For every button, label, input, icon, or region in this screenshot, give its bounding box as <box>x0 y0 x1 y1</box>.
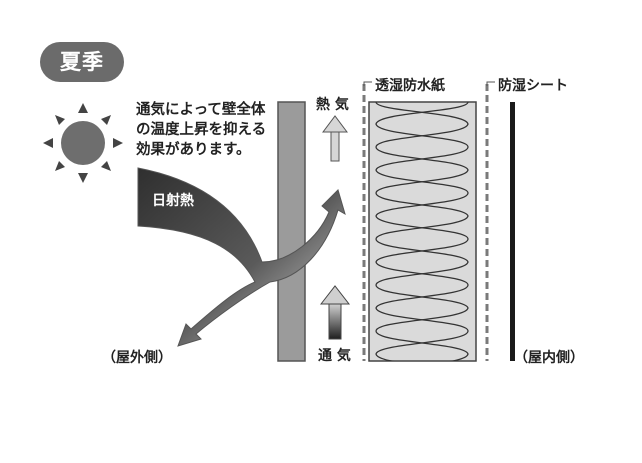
heat-label: 熱 気 <box>316 97 349 113</box>
solar-heat-label: 日射熱 <box>152 193 194 209</box>
season-badge: 夏季 <box>40 42 124 82</box>
vapor-barrier-label: 防湿シート <box>498 78 568 94</box>
breathable-paper-label: 透湿防水紙 <box>375 78 445 94</box>
ventilation-label: 通 気 <box>318 348 351 364</box>
vapor-barrier-leader <box>486 81 495 86</box>
indoor-label: （屋内側） <box>514 350 584 366</box>
ventilation-arrow-up <box>319 285 351 340</box>
outdoor-label: （屋外側） <box>102 350 172 366</box>
description-line: の温度上昇を抑える <box>136 122 267 138</box>
exterior-wall-board <box>277 101 306 362</box>
description-line: 通気によって壁全体 <box>136 102 266 118</box>
insulation <box>368 101 477 362</box>
description-text: 通気によって壁全体 の温度上昇を抑える 効果があります。 <box>136 100 266 160</box>
description-line: 効果があります。 <box>136 142 251 158</box>
interior-board <box>510 102 515 361</box>
solar-heat-arrow <box>137 167 346 347</box>
sun-icon <box>43 103 123 183</box>
hot-air-arrow-up <box>322 115 348 162</box>
breathable-paper-leader <box>363 81 372 86</box>
